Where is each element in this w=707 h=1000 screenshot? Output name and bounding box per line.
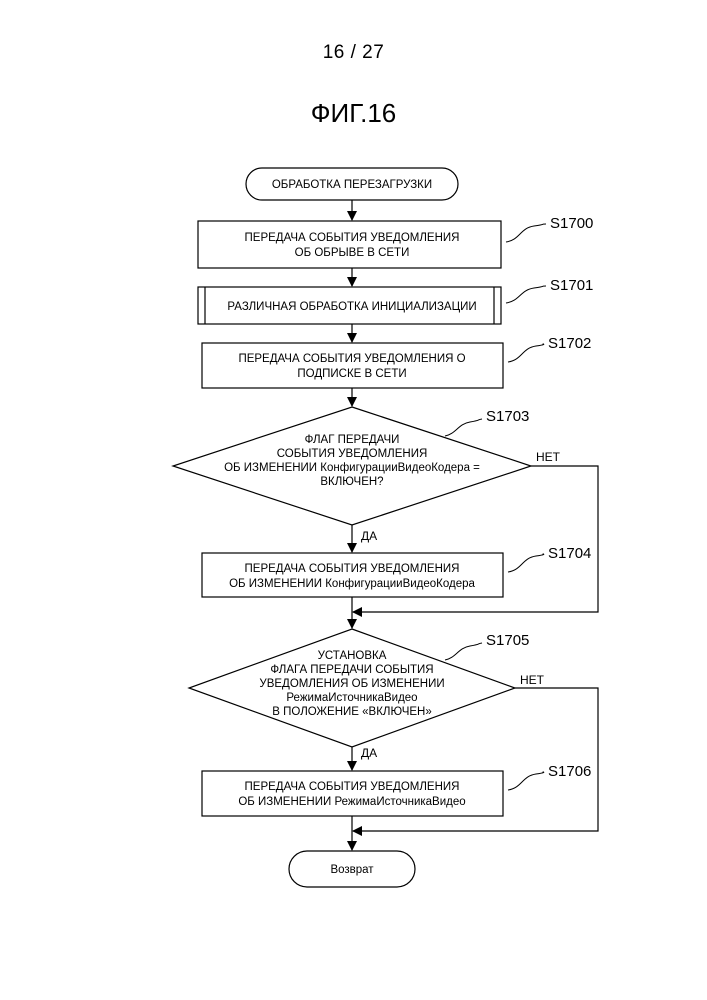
step-s1701-box: РАЗЛИЧНАЯ ОБРАБОТКА ИНИЦИАЛИЗАЦИИ [198,287,501,324]
step-s1704-box: ПЕРЕДАЧА СОБЫТИЯ УВЕДОМЛЕНИЯ ОБ ИЗМЕНЕНИ… [202,553,503,597]
step-s1705-line-3: УВЕДОМЛЕНИЯ ОБ ИЗМЕНЕНИИ [259,678,444,690]
step-s1703-line-2: СОБЫТИЯ УВЕДОМЛЕНИЯ [277,448,428,460]
step-s1704-id: S1704 [548,545,591,562]
step-s1703-line-1: ФЛАГ ПЕРЕДАЧИ [305,434,400,446]
step-s1703-id: S1703 [486,408,529,425]
step-s1706-line-2: ОБ ИЗМЕНЕНИИ РежимаИсточникаВидео [238,796,465,808]
step-s1700-id: S1700 [550,215,593,232]
start-label: ОБРАБОТКА ПЕРЕЗАГРУЗКИ [272,179,432,191]
step-s1703-line-3: ОБ ИЗМЕНЕНИИ КонфигурацииВидеоКодера = [224,462,480,474]
step-s1702-leader [508,344,544,362]
start-terminator: ОБРАБОТКА ПЕРЕЗАГРУЗКИ [246,168,458,200]
step-s1702-id: S1702 [548,335,591,352]
end-terminator: Возврат [289,851,415,887]
step-s1700-line-2: ОБ ОБРЫВЕ В СЕТИ [295,247,410,259]
step-s1702-box: ПЕРЕДАЧА СОБЫТИЯ УВЕДОМЛЕНИЯ О ПОДПИСКЕ … [202,343,503,388]
step-s1705-leader [445,643,482,660]
step-s1705-line-1: УСТАНОВКА [318,650,387,662]
step-s1700-leader [506,224,546,242]
step-s1706-box: ПЕРЕДАЧА СОБЫТИЯ УВЕДОМЛЕНИЯ ОБ ИЗМЕНЕНИ… [202,771,503,816]
step-s1703-leader [445,419,482,436]
step-s1706-leader [508,772,544,790]
step-s1706-line-1: ПЕРЕДАЧА СОБЫТИЯ УВЕДОМЛЕНИЯ [245,781,460,793]
step-s1705-yes-label: ДА [361,746,377,760]
step-s1703-no-label: НЕТ [536,450,561,464]
step-s1705-id: S1705 [486,632,529,649]
step-s1701-leader [506,286,546,303]
step-s1705-line-4: РежимаИсточникаВидео [286,692,417,704]
step-s1702-line-1: ПЕРЕДАЧА СОБЫТИЯ УВЕДОМЛЕНИЯ О [238,353,465,365]
step-s1705-line-2: ФЛАГА ПЕРЕДАЧИ СОБЫТИЯ [270,664,433,676]
step-s1702-line-2: ПОДПИСКЕ В СЕТИ [297,368,406,380]
step-s1704-line-2: ОБ ИЗМЕНЕНИИ КонфигурацииВидеоКодера [229,578,475,590]
step-s1703-yes-label: ДА [361,529,377,543]
step-s1704-leader [508,554,544,572]
step-s1704-line-1: ПЕРЕДАЧА СОБЫТИЯ УВЕДОМЛЕНИЯ [245,563,460,575]
step-s1700-line-1: ПЕРЕДАЧА СОБЫТИЯ УВЕДОМЛЕНИЯ [245,232,460,244]
step-s1703-line-4: ВКЛЮЧЕН? [320,476,383,488]
end-label: Возврат [330,864,374,876]
step-s1701-id: S1701 [550,277,593,294]
step-s1700-box: ПЕРЕДАЧА СОБЫТИЯ УВЕДОМЛЕНИЯ ОБ ОБРЫВЕ В… [198,221,501,268]
step-s1705-no-label: НЕТ [520,673,545,687]
step-s1701-line-1: РАЗЛИЧНАЯ ОБРАБОТКА ИНИЦИАЛИЗАЦИИ [227,301,476,313]
step-s1706-id: S1706 [548,763,591,780]
step-s1703-decision: ФЛАГ ПЕРЕДАЧИ СОБЫТИЯ УВЕДОМЛЕНИЯ ОБ ИЗМ… [173,407,531,525]
step-s1705-line-5: В ПОЛОЖЕНИЕ «ВКЛЮЧЕН» [272,706,432,718]
